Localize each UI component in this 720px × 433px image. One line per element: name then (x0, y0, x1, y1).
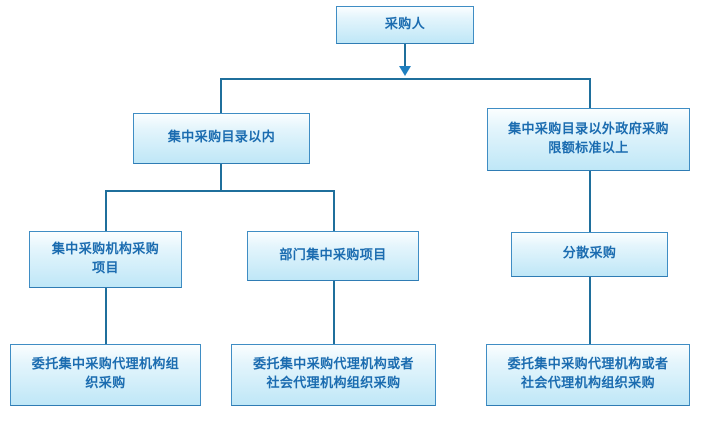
node-entrust-centralized-agency-label: 委托集中采购代理机构组 织采购 (31, 357, 180, 391)
arrowhead-root-to-split (399, 66, 411, 76)
node-entrust-centralized-or-social-agency-middle[interactable]: 委托集中采购代理机构或者 社会代理机构组织采购 (231, 344, 436, 406)
node-outside-catalog-above-threshold[interactable]: 集中采购目录以外政府采购 限额标准以上 (487, 108, 690, 171)
node-decentralized-procurement-label: 分散采购 (562, 246, 617, 262)
connector-level2-right-drop (589, 78, 591, 109)
connector-level2-left-to-split (220, 164, 222, 191)
connector-level2-split-bar (220, 78, 590, 80)
node-entrust-centralized-or-social-agency-right-label: 委托集中采购代理机构或者 社会代理机构组织采购 (507, 357, 669, 391)
node-centralized-agency-project-label: 集中采购机构采购 项目 (51, 241, 160, 276)
node-within-centralized-catalog-label: 集中采购目录以内 (167, 130, 276, 146)
connector-root-to-split (404, 44, 406, 68)
node-entrust-centralized-or-social-agency-right[interactable]: 委托集中采购代理机构或者 社会代理机构组织采购 (486, 344, 690, 406)
connector-level3-middle-drop (333, 190, 335, 231)
node-department-centralized-project[interactable]: 部门集中采购项目 (247, 231, 419, 281)
connector-level3-left-drop (105, 190, 107, 231)
node-root-purchaser[interactable]: 采购人 (336, 6, 474, 44)
connector-level3-split-bar (105, 190, 334, 192)
node-entrust-centralized-or-social-agency-middle-label: 委托集中采购代理机构或者 社会代理机构组织采购 (253, 357, 414, 391)
connector-level2-left-drop (220, 78, 222, 114)
connector-level3-left-to-level4-left (105, 288, 107, 344)
node-within-centralized-catalog[interactable]: 集中采购目录以内 (133, 113, 310, 164)
node-entrust-centralized-agency[interactable]: 委托集中采购代理机构组 织采购 (10, 344, 201, 406)
connector-level3-middle-to-level4-middle (333, 281, 335, 344)
node-department-centralized-project-label: 部门集中采购项目 (279, 247, 387, 263)
node-decentralized-procurement[interactable]: 分散采购 (511, 232, 668, 277)
connector-level3-right-to-level4-right (589, 277, 591, 344)
node-outside-catalog-above-threshold-label: 集中采购目录以外政府采购 限额标准以上 (508, 121, 669, 156)
node-centralized-agency-project[interactable]: 集中采购机构采购 项目 (29, 231, 182, 288)
connector-level2-right-to-level3-right (589, 171, 591, 233)
node-root-purchaser-label: 采购人 (384, 16, 426, 32)
